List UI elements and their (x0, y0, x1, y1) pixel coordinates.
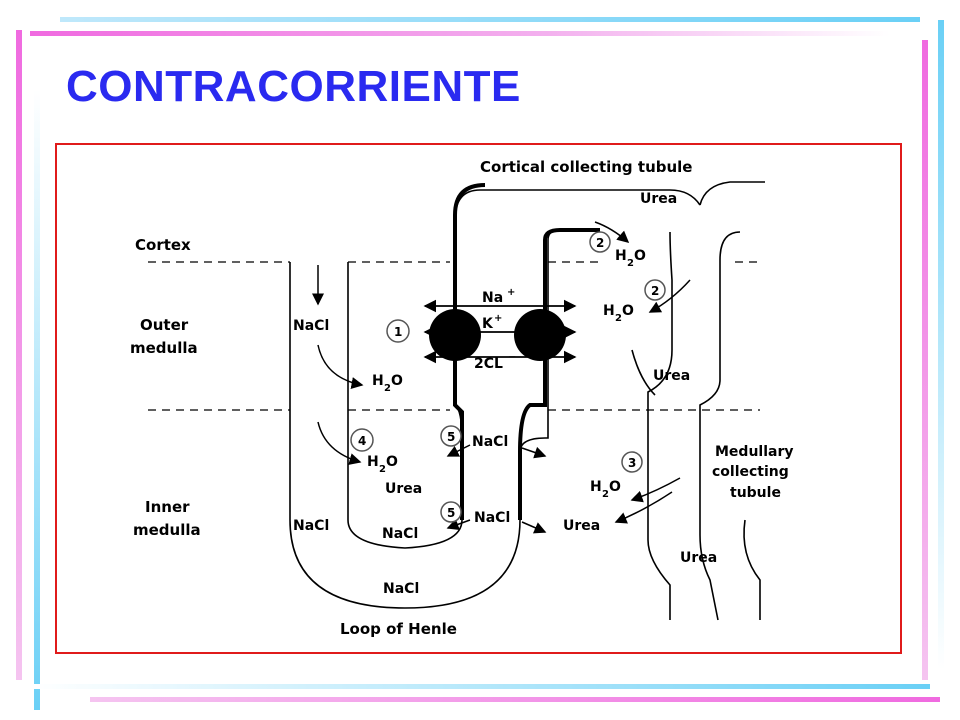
step-markers (350, 231, 666, 523)
svg-text:K: K (482, 316, 494, 332)
svg-text:H: H (590, 479, 602, 495)
pump-right (514, 309, 566, 361)
step-1: 1 (394, 325, 402, 339)
flow-arrows (312, 221, 691, 534)
k-label: K+ (482, 313, 502, 332)
inner-medulla-label-2: medulla (133, 521, 201, 539)
top-blue-bar (60, 17, 920, 22)
left-blue-bar (34, 90, 40, 710)
svg-text:Na: Na (482, 290, 503, 306)
svg-text:+: + (494, 313, 502, 324)
urea-inner: Urea (563, 518, 600, 534)
step-5a: 5 (447, 430, 455, 444)
cortex-label: Cortex (135, 236, 191, 254)
diagram-frame (55, 143, 902, 654)
medullary-collecting-label-3: tubule (730, 485, 781, 501)
right-blue-bar (938, 20, 944, 670)
svg-text:+: + (507, 287, 515, 298)
svg-text:2: 2 (627, 258, 634, 269)
svg-text:O: O (609, 479, 621, 495)
step-2a: 2 (596, 236, 604, 250)
cortical-collecting-tubule-label: Cortical collecting tubule (480, 158, 692, 176)
bottom-pink-bar (90, 697, 940, 702)
right-pink-bar (922, 40, 928, 680)
svg-text:H: H (615, 248, 627, 264)
svg-text:H: H (372, 373, 384, 389)
na-label: Na + (482, 287, 515, 306)
svg-text:O: O (622, 303, 634, 319)
loop-of-henle-label: Loop of Henle (340, 620, 457, 638)
svg-text:H: H (603, 303, 615, 319)
nacl-bottom: NaCl (383, 581, 419, 597)
svg-text:2CL: 2CL (474, 356, 503, 372)
step-5b: 5 (447, 506, 455, 520)
inner-medulla-label-1: Inner (145, 498, 190, 516)
svg-text:2: 2 (615, 313, 622, 324)
svg-text:O: O (386, 454, 398, 470)
step-3: 3 (628, 456, 636, 470)
svg-text:2: 2 (379, 464, 386, 475)
urea-cortical: Urea (640, 191, 677, 207)
step-2b: 2 (651, 284, 659, 298)
urea-loop: Urea (385, 481, 422, 497)
top-pink-bar (30, 31, 890, 36)
left-pink-bar (16, 30, 22, 680)
bottom-blue-bar (30, 684, 930, 689)
medullary-collecting-label-2: collecting (712, 464, 789, 480)
svg-text:2: 2 (384, 383, 391, 394)
nacl-asc-1: NaCl (472, 434, 508, 450)
nacl-asc-2: NaCl (474, 510, 510, 526)
nacl-inner-mid: NaCl (382, 526, 418, 542)
transporter-pumps (429, 309, 566, 361)
urea-duct: Urea (680, 550, 717, 566)
zone-boundaries (148, 261, 760, 411)
svg-text:O: O (391, 373, 403, 389)
collecting-duct (631, 231, 761, 621)
step-4: 4 (358, 434, 366, 448)
svg-text:−: − (508, 352, 516, 363)
cl-label: 2CL− (474, 352, 516, 372)
pump-left (429, 309, 481, 361)
outer-medulla-label-1: Outer (140, 316, 189, 334)
loop-of-henle (289, 181, 765, 609)
svg-text:H: H (367, 454, 379, 470)
svg-text:O: O (634, 248, 646, 264)
nacl-inner-left: NaCl (293, 518, 329, 534)
urea-outer: Urea (653, 368, 690, 384)
ion-arrows (423, 299, 577, 364)
svg-text:2: 2 (602, 489, 609, 500)
medullary-collecting-label-1: Medullary (715, 444, 794, 460)
page-title: CONTRACORRIENTE (66, 62, 521, 111)
nacl-outer: NaCl (293, 318, 329, 334)
outer-medulla-label-2: medulla (130, 339, 198, 357)
